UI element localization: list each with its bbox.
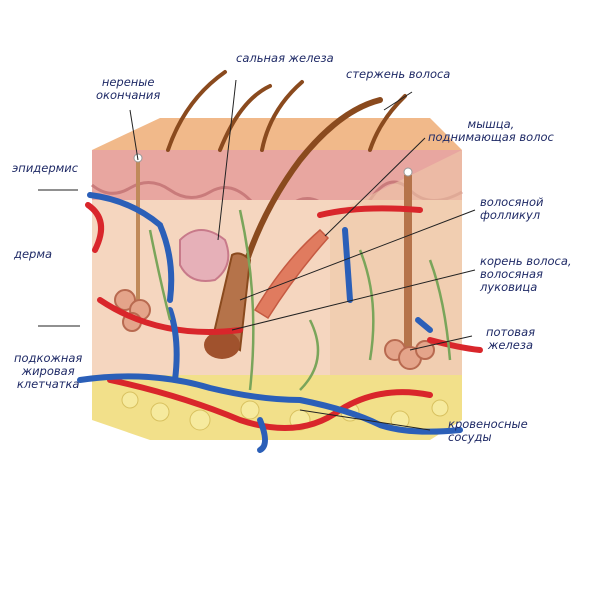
sebaceous-gland	[179, 229, 230, 282]
label-epidermis: эпидермис	[12, 161, 79, 175]
nerves	[148, 209, 452, 391]
skin-surface-top	[92, 118, 462, 150]
label-arrector-muscle: мышца,поднимающая волос	[428, 117, 554, 144]
epidermis-layer	[92, 150, 462, 205]
right-hair-tip	[403, 167, 413, 177]
hair-bulb	[204, 331, 240, 359]
veins	[77, 192, 463, 453]
label-dermis: дерма	[14, 247, 53, 261]
arteries	[85, 202, 483, 431]
arrector-muscle	[253, 228, 330, 320]
leader-lines	[38, 79, 476, 431]
hair-shafts	[166, 70, 407, 152]
label-sebaceous-gland: сальная железа	[236, 51, 334, 65]
sweat-gland-left	[114, 289, 151, 332]
fat-layer	[92, 375, 462, 440]
label-hair-shaft: стержень волоса	[346, 67, 451, 81]
